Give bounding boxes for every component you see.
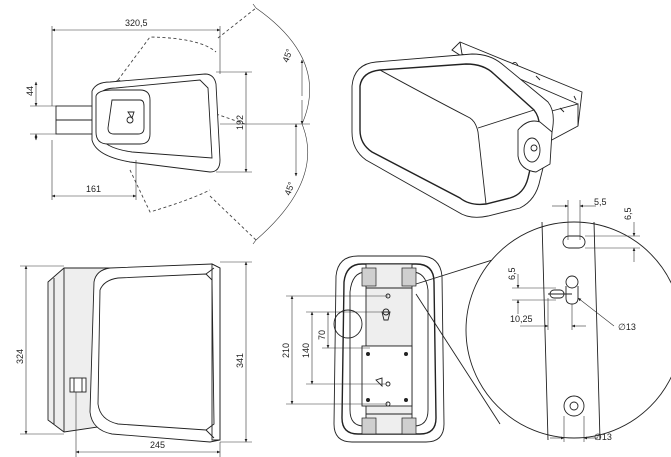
dim-161: 161 bbox=[86, 184, 101, 194]
isometric-view bbox=[351, 41, 583, 218]
dim-5-5: 5,5 bbox=[594, 197, 607, 207]
dim-341: 341 bbox=[235, 353, 245, 368]
dim-192: 192 bbox=[235, 115, 245, 130]
dim-320-5: 320,5 bbox=[125, 18, 148, 28]
dim-210: 210 bbox=[281, 343, 291, 358]
rear-view: 210 140 70 bbox=[281, 227, 595, 443]
dim-dia-13-lower: ∅13 bbox=[594, 432, 612, 442]
dim-dia-13-upper: ∅13 bbox=[618, 322, 636, 332]
dim-6-5-mid: 6,5 bbox=[507, 267, 517, 280]
dim-324: 324 bbox=[15, 349, 25, 364]
detail-view: 5,5 6,5 6,5 10,25 ∅13 ∅13 bbox=[465, 197, 671, 442]
side-view: 324 341 245 bbox=[15, 261, 252, 457]
dim-245: 245 bbox=[150, 440, 165, 450]
side-body bbox=[89, 263, 221, 443]
dim-44: 44 bbox=[25, 86, 35, 96]
side-knob bbox=[69, 377, 87, 393]
dim-6-5-top: 6,5 bbox=[623, 207, 633, 220]
top-view: 320,5 44 192 161 45° 45° bbox=[25, 3, 310, 245]
dim-10-25: 10,25 bbox=[510, 314, 533, 324]
dim-140: 140 bbox=[301, 343, 311, 358]
angle-upper-label: 45° bbox=[280, 47, 294, 64]
detail-circle bbox=[465, 221, 671, 439]
dim-70: 70 bbox=[317, 330, 327, 340]
iso-body bbox=[351, 53, 554, 218]
angle-lower-label: 45° bbox=[282, 180, 296, 197]
